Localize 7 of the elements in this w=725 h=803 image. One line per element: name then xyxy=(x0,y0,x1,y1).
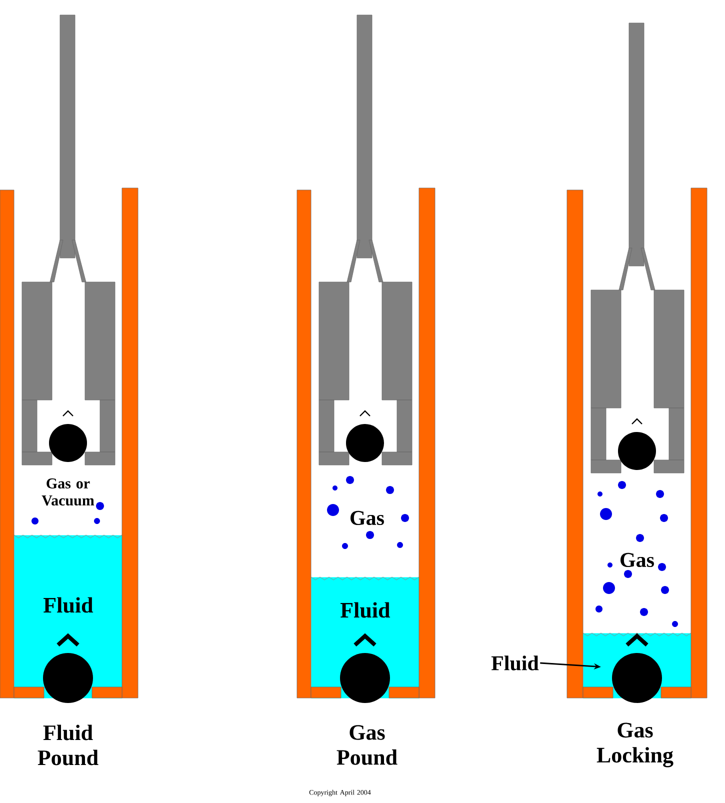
gas-label: Gas or Vacuum xyxy=(42,478,94,506)
caption: Gas Pound xyxy=(336,725,398,765)
gas-label: Gas xyxy=(350,510,384,526)
fluid-label: Fluid xyxy=(491,656,539,670)
gas-label: Gas xyxy=(620,552,654,568)
caption: Gas Locking xyxy=(596,722,674,768)
caption: Fluid Pound xyxy=(38,724,98,766)
